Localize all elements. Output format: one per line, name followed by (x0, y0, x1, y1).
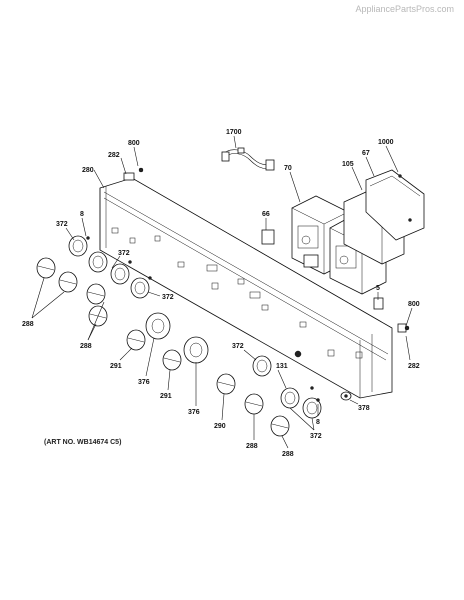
callout-376-a: 376 (138, 379, 150, 386)
wire-harness (221, 147, 275, 171)
callout-282-top: 282 (108, 152, 120, 159)
screw-800-top (123, 167, 144, 181)
callout-131: 131 (276, 363, 288, 370)
screws (86, 236, 352, 402)
callout-291-b: 291 (160, 393, 172, 400)
callout-291-a: 291 (110, 363, 122, 370)
knob-bezels (68, 235, 322, 419)
callout-1700: 1700 (226, 129, 242, 136)
watermark-text: AppliancePartsPros.com (355, 4, 454, 14)
callout-372-b: 372 (118, 250, 130, 257)
callout-8-right: 8 (316, 419, 320, 426)
callout-288-c: 288 (246, 443, 258, 450)
part-66 (261, 229, 275, 245)
module-cover (365, 169, 425, 241)
callout-67: 67 (362, 150, 370, 157)
leader-lines (31, 135, 413, 449)
art-number: (ART NO. WB14674 C5) (44, 439, 122, 446)
callout-800-right: 800 (408, 301, 420, 308)
callout-1000: 1000 (378, 139, 394, 146)
callout-66: 66 (262, 211, 270, 218)
callout-288-b: 288 (80, 343, 92, 350)
callout-288-d: 288 (282, 451, 294, 458)
callout-372-e: 372 (310, 433, 322, 440)
callout-372-a: 372 (56, 221, 68, 228)
callout-105: 105 (342, 161, 354, 168)
callout-288-a: 288 (22, 321, 34, 328)
knobs (36, 257, 290, 437)
callout-280: 280 (82, 167, 94, 174)
callout-376-b: 376 (188, 409, 200, 416)
part-small-plate (303, 254, 319, 268)
callout-800-top: 800 (128, 140, 140, 147)
callout-70: 70 (284, 165, 292, 172)
callout-372-c: 372 (162, 294, 174, 301)
control-panel (99, 177, 393, 399)
part-5 (373, 297, 384, 310)
callout-372-d: 372 (232, 343, 244, 350)
callout-290: 290 (214, 423, 226, 430)
callout-8-left: 8 (80, 211, 84, 218)
callout-labels: 800 282 280 8 372 372 372 288 288 291 37… (22, 129, 420, 458)
callout-282-right: 282 (408, 363, 420, 370)
callout-5: 5 (376, 285, 380, 292)
callout-378: 378 (358, 405, 370, 412)
screw-800-right (397, 323, 410, 333)
